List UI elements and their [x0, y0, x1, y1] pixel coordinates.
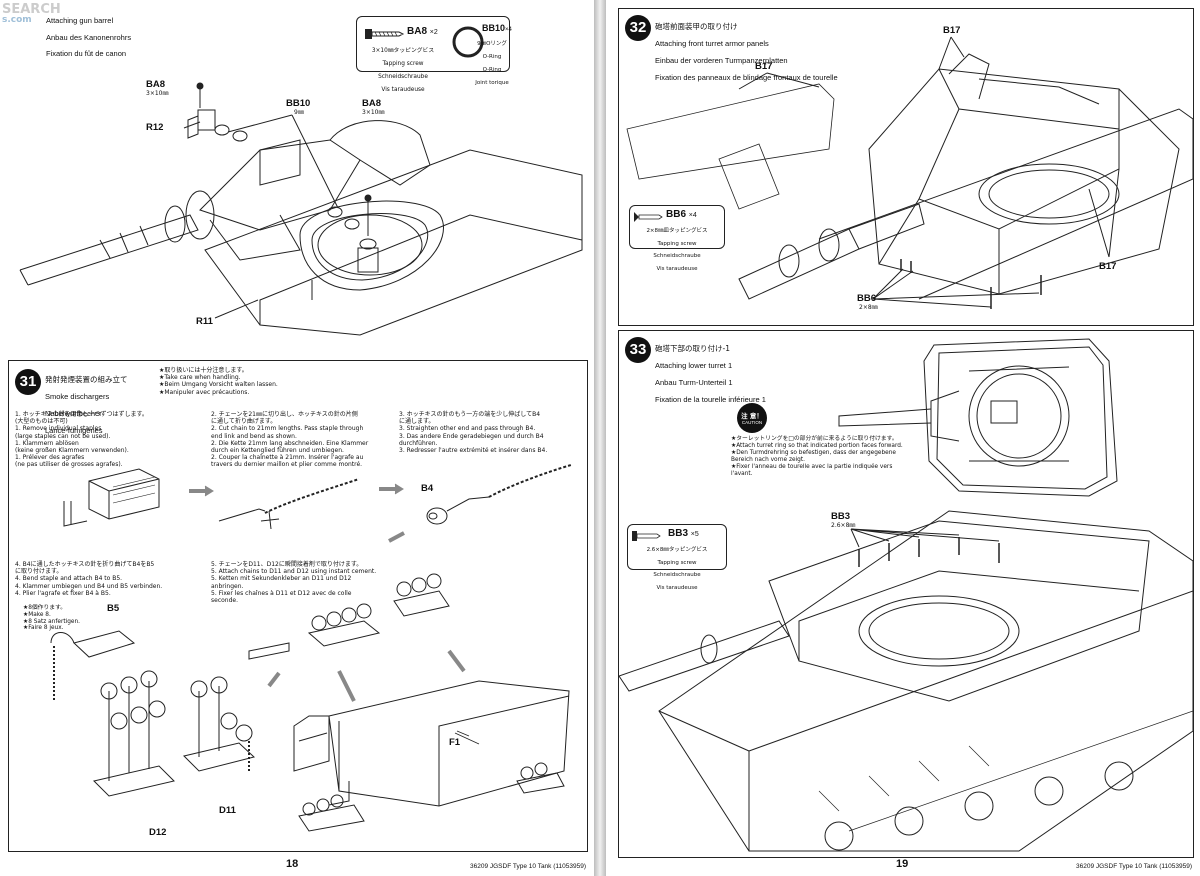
part-qty: ×2 — [429, 29, 438, 36]
part-label: B5 — [107, 603, 120, 614]
step-33-panel: 33 砲塔下部の取り付け-1 Attaching lower turret 1 … — [618, 330, 1194, 858]
part-code: BB10 — [482, 23, 506, 33]
step-number: 32 — [625, 15, 651, 41]
page-number: 19 — [896, 858, 909, 870]
part-size: 2×8㎜ — [859, 304, 878, 311]
step-31-panel: 31 発射発煙装置の組み立て Smoke dischargers Nebelwu… — [8, 360, 588, 852]
screw-icon — [634, 212, 663, 222]
page-gutter — [594, 0, 606, 876]
part-size: 3×10㎜ — [362, 109, 385, 116]
footer-text: 36209 JGSDF Type 10 Tank (11053959) — [470, 863, 586, 870]
manual-page-right: 32 砲塔前面装甲の取り付け Attaching front turret ar… — [606, 0, 1200, 876]
part-label: BB3 — [831, 511, 851, 522]
part-description: 3×10㎜タッピングビス Tapping screw Schneidschrau… — [371, 47, 435, 94]
part-qty: ×4 — [505, 27, 512, 33]
gun-barrel-illustration — [19, 82, 583, 336]
part-label: B17 — [943, 25, 961, 36]
smoke-discharger-illustration — [50, 464, 572, 832]
part-description: 2×8㎜皿タッピングビス Tapping screw Schneidschrau… — [646, 228, 708, 273]
part-label: R11 — [196, 316, 213, 327]
substep-4-text: 4. B4に通したホッチキスの針を折り曲げてB4をB5 に取り付けます。 4. … — [15, 561, 163, 597]
part-label: R12 — [146, 122, 164, 133]
caution-note: ★取り扱いには十分注意します。 ★Take care when handling… — [159, 367, 278, 396]
parts-box: BB6 ×4 2×8㎜皿タッピングビス Tapping screw Schnei… — [629, 205, 725, 272]
screw-icon — [632, 531, 661, 541]
step-number: 31 — [15, 369, 41, 395]
part-label: F1 — [449, 737, 461, 748]
parts-box: BA8 ×2 3×10㎜タッピングビス Tapping screw Schnei… — [356, 16, 512, 93]
part-code: BB3 — [668, 528, 689, 539]
step-32-panel: 32 砲塔前面装甲の取り付け Attaching front turret ar… — [618, 8, 1194, 326]
front-armor-illustration — [626, 36, 1193, 309]
make-8-note: ★8個作ります。 ★Make 8. ★8 Satz anfertigen. ★F… — [23, 605, 80, 632]
lower-turret-illustration — [619, 338, 1193, 852]
part-label: BA8 — [362, 98, 382, 109]
substep-1-text: 1. ホッチキスの針を用意し一つずつはずします。 (大型のものは不可) 1. R… — [15, 411, 148, 469]
parts-box: BB3 ×5 2.6×8㎜タッピングビス Tapping screw Schne… — [627, 524, 727, 591]
part-code: BB6 — [666, 209, 687, 220]
part-label: D11 — [219, 805, 236, 816]
part-size: 2.6×8㎜ — [831, 522, 856, 529]
part-label: B17 — [755, 61, 773, 72]
screw-icon — [365, 29, 405, 39]
step-title: 砲塔下部の取り付け-1 Attaching lower turret 1 Anb… — [655, 343, 766, 405]
step-title: 発射発煙装置の組み立て Smoke dischargers Nebelwurfb… — [45, 374, 128, 436]
substep-3-text: 3. ホッチキスの針のもう一方の端を少し伸ばしてB4 に通します。 3. Str… — [399, 411, 548, 455]
part-description: 2.6×8㎜タッピングビス Tapping screw Schneidschra… — [646, 547, 708, 592]
page-number: 18 — [286, 858, 299, 870]
substep-2-text: 2. チェーンを21㎜に切り出し、ホッチキスの針の片側 に通して折り曲げます。 … — [211, 411, 369, 469]
part-qty: ×5 — [690, 531, 699, 538]
part-label: B4 — [421, 483, 434, 494]
part-description: 9㎜Oリング O-Ring O-Ring Joint torique — [475, 41, 509, 86]
part-label: BB6 — [857, 293, 877, 304]
part-qty: ×4 — [688, 212, 697, 219]
part-label: BB10 — [286, 98, 311, 109]
part-code: BA8 — [407, 26, 428, 37]
step-number: 33 — [625, 337, 651, 363]
caution-note: ★ターレットリングを□の部分が前に来るように取り付けます。 ★Attach tu… — [731, 436, 903, 477]
o-ring-icon — [452, 26, 484, 58]
part-size: 9㎜ — [294, 109, 304, 116]
part-label: B17 — [1099, 261, 1117, 272]
part-label: BA8 — [146, 79, 166, 90]
step-title: 砲塔前面装甲の取り付け Attaching front turret armor… — [655, 21, 838, 83]
part-size: 3×10㎜ — [146, 90, 169, 97]
part-label: D12 — [149, 827, 167, 838]
footer-text: 36209 JGSDF Type 10 Tank (11053959) — [1076, 863, 1192, 870]
caution-badge: 注 意！ CAUTION — [737, 403, 767, 433]
substep-5-text: 5. チェーンをD11、D12に瞬間接着剤で取り付けます。 5. Attach … — [211, 561, 377, 605]
step-title: Attaching gun barrel Anbau des Kanonenro… — [46, 16, 132, 59]
